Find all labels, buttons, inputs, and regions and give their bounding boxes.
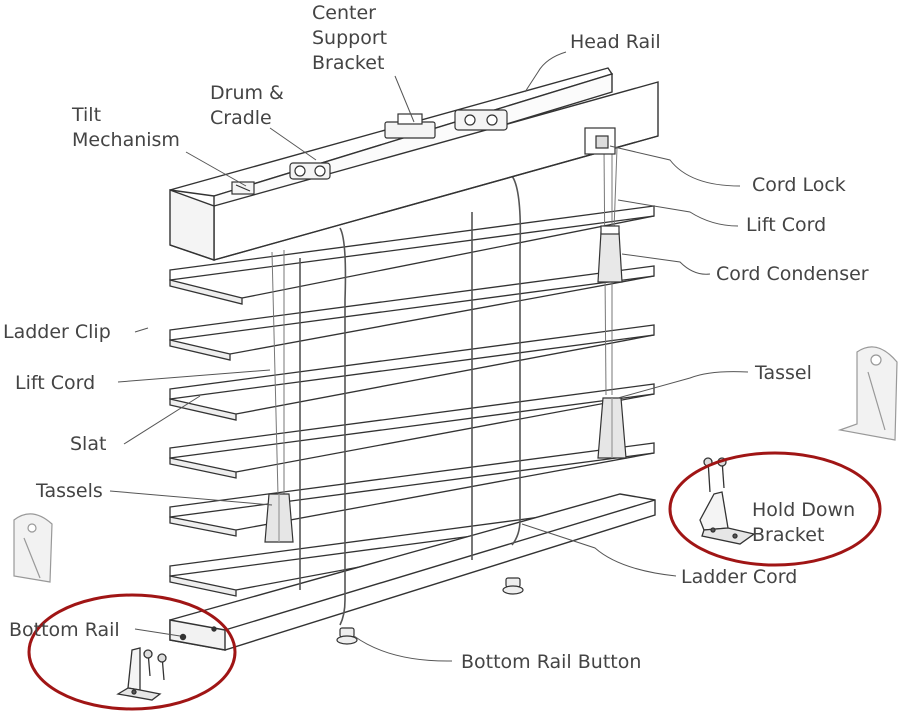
ladder-cords <box>299 175 522 626</box>
highlight-circles <box>27 451 882 711</box>
label-tilt-mechanism-line1: Tilt <box>71 104 101 126</box>
drum-cradle-part <box>289 162 331 180</box>
highlight-circle-hold-down-bracket <box>668 451 882 567</box>
slat-1 <box>169 205 655 305</box>
cord-condenser-part <box>597 225 623 283</box>
hold-down-bracket-left-part <box>116 647 167 701</box>
tassel-right-part <box>597 397 627 459</box>
tilt-mechanism-part <box>231 181 255 195</box>
label-drum-cradle-line1: Drum & <box>210 82 284 104</box>
label-center-support-bracket-line2: Support <box>312 27 387 49</box>
label-drum-cradle-line2: Cradle <box>210 107 272 129</box>
slat-5 <box>169 442 655 537</box>
label-head-rail: Head Rail <box>570 31 661 53</box>
label-ladder-cord: Ladder Cord <box>681 566 797 588</box>
label-center-support-bracket-line1: Center <box>312 2 376 24</box>
bottom-rail <box>169 493 656 651</box>
label-bottom-rail: Bottom Rail <box>9 619 120 641</box>
center-support-bracket-part <box>384 109 508 139</box>
bottom-rail-button-part <box>336 577 524 645</box>
label-lift-cord-left: Lift Cord <box>15 372 95 394</box>
label-cord-lock: Cord Lock <box>752 174 846 196</box>
hold-down-bracket-right-part <box>699 457 756 545</box>
leader-lines <box>109 51 749 662</box>
label-ladder-clip: Ladder Clip <box>3 321 111 343</box>
label-hold-down-bracket-line1: Hold Down <box>752 499 855 521</box>
label-tassels: Tassels <box>35 480 103 502</box>
highlight-circle-bottom-rail <box>27 593 237 711</box>
label-slat: Slat <box>70 433 106 455</box>
label-tilt-mechanism-line2: Mechanism <box>72 129 180 151</box>
slat-4 <box>169 383 655 479</box>
label-cord-condenser: Cord Condenser <box>716 263 869 285</box>
label-center-support-bracket-line3: Bracket <box>312 52 384 74</box>
labels: Center Support Bracket Head Rail Drum & … <box>3 2 869 673</box>
cord-lock-part <box>584 127 616 155</box>
installation-bracket-right <box>837 346 898 441</box>
label-hold-down-bracket-line2: Bracket <box>752 524 824 546</box>
label-tassel: Tassel <box>754 362 812 384</box>
tassel-left-part <box>264 493 294 543</box>
slat-2 <box>169 265 655 361</box>
label-bottom-rail-button: Bottom Rail Button <box>461 651 641 673</box>
installation-bracket-left <box>13 513 53 583</box>
label-lift-cord-right: Lift Cord <box>746 214 826 236</box>
